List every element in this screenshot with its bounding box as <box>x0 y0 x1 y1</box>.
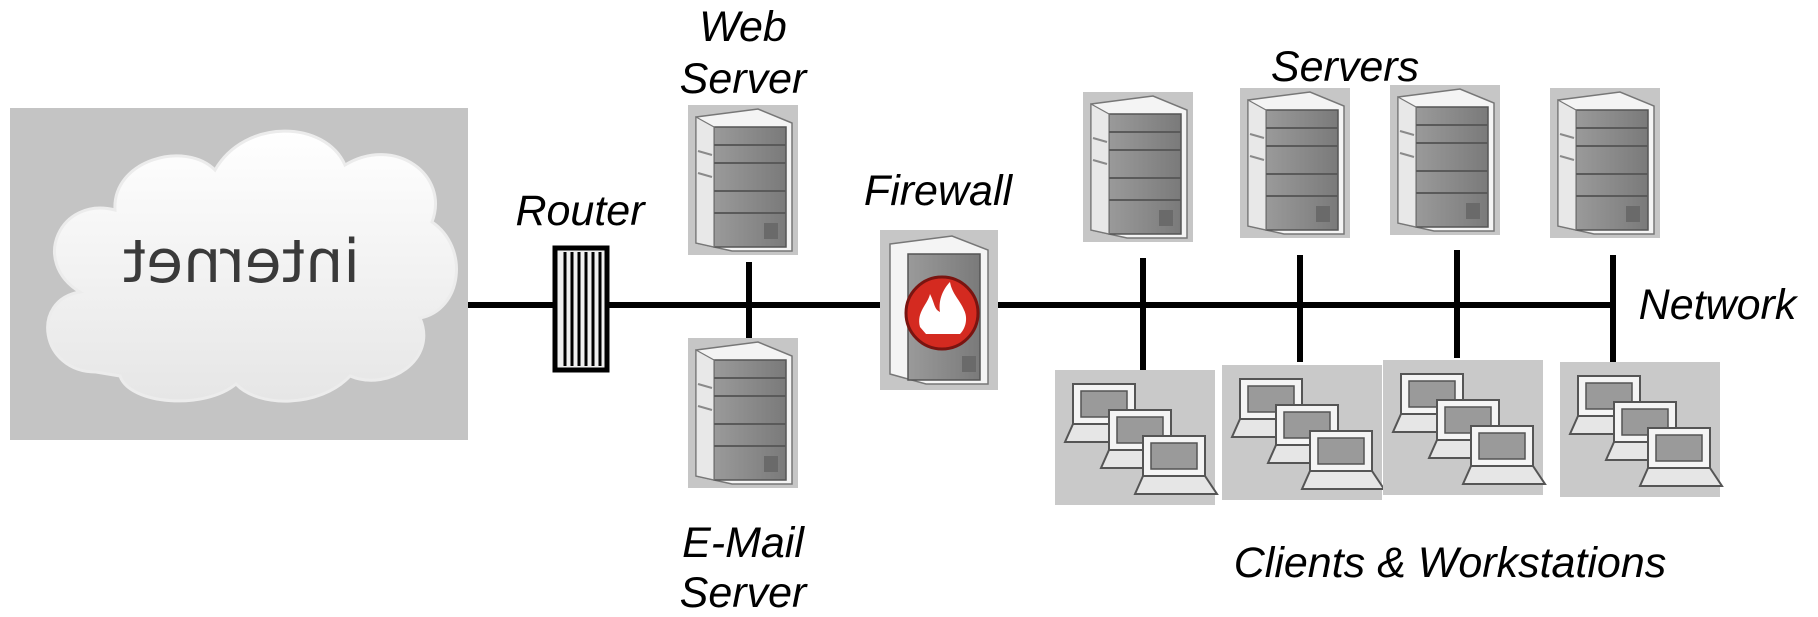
clients-workstations-label: Clients & Workstations <box>1233 539 1667 587</box>
cloud-icon <box>46 129 458 403</box>
email-server-label-line1: E-Mail <box>682 519 804 567</box>
internet-label: internet <box>122 227 360 297</box>
workstation-group-4-icon <box>1560 362 1722 497</box>
web-server-icon <box>687 104 799 256</box>
web-server-label-line1: Web <box>699 3 787 51</box>
router-icon <box>552 245 610 373</box>
internet-cloud <box>10 108 468 440</box>
workstation-group-3-icon <box>1383 360 1545 495</box>
web-server-label-line2: Server <box>679 55 807 103</box>
network-label: Network <box>1638 281 1797 329</box>
workstation-group-1-icon <box>1055 370 1217 505</box>
server-4-icon <box>1549 87 1661 239</box>
email-server-icon <box>687 337 799 489</box>
email-server-label-line2: Server <box>679 569 807 617</box>
router-label: Router <box>515 187 645 235</box>
firewall-label: Firewall <box>863 167 1013 215</box>
servers-label: Servers <box>1270 43 1420 91</box>
workstation-group-2-icon <box>1222 365 1384 500</box>
server-3-icon <box>1389 84 1501 236</box>
server-1-icon <box>1082 91 1194 243</box>
firewall-icon <box>880 230 998 390</box>
server-2-icon <box>1239 87 1351 239</box>
